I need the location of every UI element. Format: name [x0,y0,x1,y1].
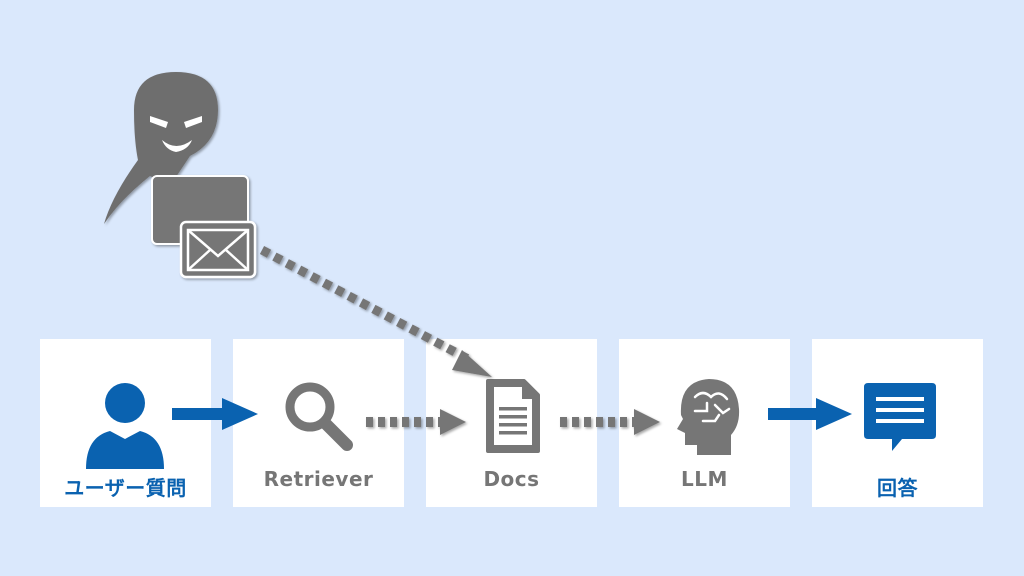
document-icon [486,379,540,453]
step-label-answer: 回答 [877,476,918,500]
step-label-docs: Docs [483,467,540,491]
card-retriever: Retriever [233,339,404,507]
hacker-with-laptop-icon [104,72,249,245]
brain-head-icon [677,379,740,455]
step-label-retriever: Retriever [263,467,374,491]
arrow-llm-to-answer [768,398,852,430]
step-label-llm: LLM [681,467,728,491]
step-label-user-question: ユーザー質問 [64,476,187,500]
arrow-user-to-retriever [172,398,258,430]
envelope-icon [179,220,257,279]
user-icon [86,383,164,469]
speech-bubble-icon [864,383,936,451]
card-user-question: ユーザー質問 [40,339,211,507]
arrow-retriever-to-docs [366,409,466,435]
arrow-attacker-to-docs [259,246,492,377]
card-answer: 回答 [812,339,983,507]
magnifier-icon [285,382,353,451]
arrow-docs-to-llm [560,409,660,435]
card-llm: LLM [619,339,790,507]
